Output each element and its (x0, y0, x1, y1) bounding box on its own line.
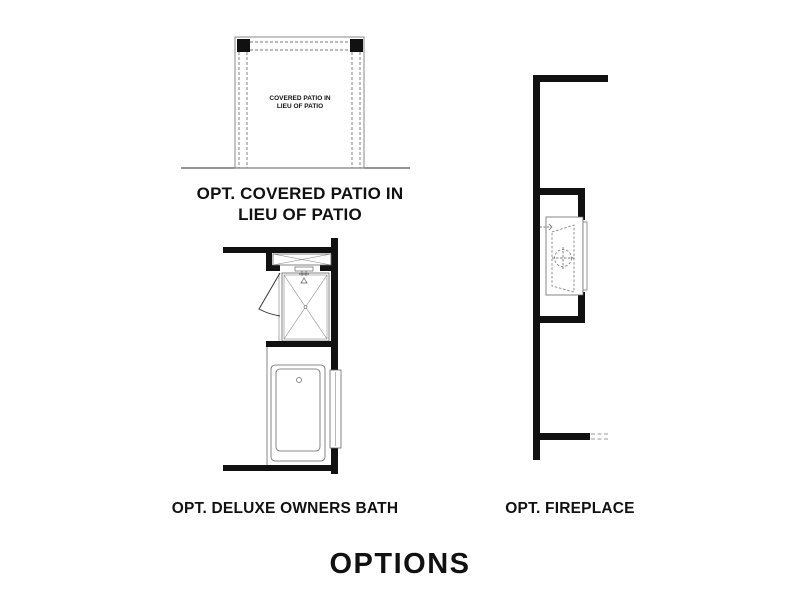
shower-door (258, 272, 281, 317)
inner-label-line2: LIEU OF PATIO (276, 103, 324, 110)
patio-outline (234, 36, 365, 169)
covered-patio-caption-line1: OPT. COVERED PATIO IN (196, 184, 404, 203)
hearth (582, 221, 588, 291)
linen-cabinet (272, 253, 332, 266)
bathtub (270, 364, 326, 462)
fireplace-caption: OPT. FIREPLACE (505, 500, 635, 517)
fireplace-unit (545, 216, 584, 296)
column-right (350, 39, 363, 52)
bath-exterior-wall (331, 238, 338, 474)
fireplace-drawing (533, 75, 608, 460)
covered-patio-caption: OPT. COVERED PATIO IN LIEU OF PATIO (150, 183, 450, 225)
fireplace-main-wall (533, 75, 540, 460)
deluxe-bath-drawing (223, 238, 342, 474)
deluxe-bath-caption: OPT. DELUXE OWNERS BATH (171, 500, 399, 517)
bath-bottom-wall (223, 465, 338, 471)
covered-patio-caption-line2: LIEU OF PATIO (238, 205, 362, 224)
tub-drain (296, 377, 302, 383)
covered-patio-drawing (181, 36, 410, 169)
covered-patio-inner-label: COVERED PATIO IN LIEU OF PATIO (250, 95, 350, 111)
inner-label-line1: COVERED PATIO IN (269, 95, 331, 102)
column-left (237, 39, 250, 52)
bath-top-wall (223, 247, 338, 253)
page-title: OPTIONS (329, 548, 471, 580)
